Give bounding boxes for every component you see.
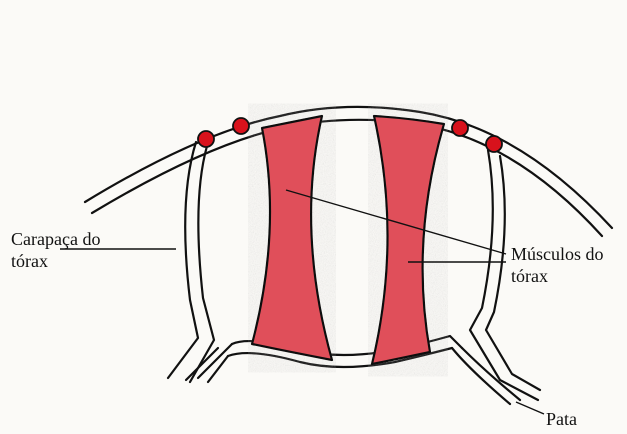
joint-dot bbox=[452, 120, 468, 136]
leg-label-text: Pata bbox=[546, 408, 577, 430]
left-thorax-muscle bbox=[252, 116, 332, 360]
carapace-label-line2: tórax bbox=[11, 250, 100, 272]
carapace-outer-arc bbox=[85, 107, 612, 228]
carapace-outline bbox=[85, 107, 612, 236]
left-side-wall bbox=[168, 142, 214, 382]
carapace-label-line1: Carapaça do bbox=[11, 228, 100, 250]
muscles-label-line1: Músculos do bbox=[511, 243, 604, 265]
muscles-label-line2: tórax bbox=[511, 265, 604, 287]
joints bbox=[198, 118, 502, 152]
right-thorax-muscle bbox=[372, 116, 444, 364]
carapace-label: Carapaça do tórax bbox=[11, 228, 100, 272]
leg-label: Pata bbox=[546, 408, 577, 430]
joint-dot bbox=[198, 131, 214, 147]
joint-dot bbox=[486, 136, 502, 152]
carapace-inner-arc bbox=[92, 120, 602, 236]
muscles-label: Músculos do tórax bbox=[511, 243, 604, 287]
leg-leader-line bbox=[516, 402, 544, 414]
joint-dot bbox=[233, 118, 249, 134]
